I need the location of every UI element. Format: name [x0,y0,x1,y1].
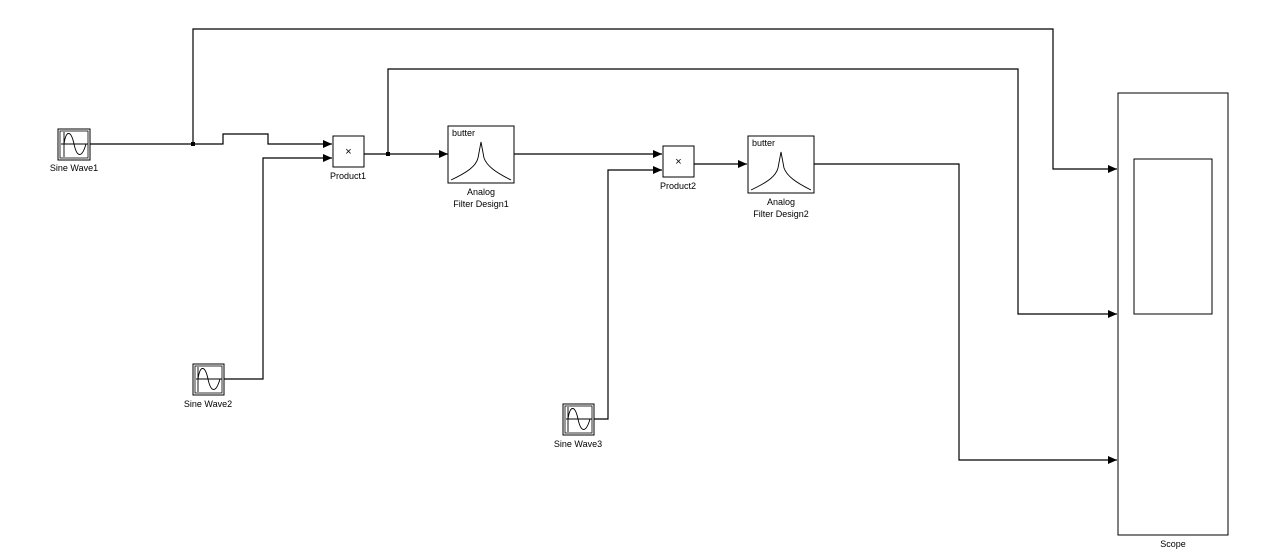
signal-line-filter2-scope[interactable] [814,163,1117,461]
sine-wave-icon [61,132,88,157]
filter2-type-text: butter [752,138,775,148]
product2-label: Product2 [660,181,696,191]
sine-wave1-block[interactable]: Sine Wave1 [50,128,98,173]
branch-point [386,152,390,156]
sine-wave3-label: Sine Wave3 [554,439,602,449]
analog-filter-design2-block[interactable]: butter Analog Filter Design2 [747,135,815,219]
filter2-label-line2: Filter Design2 [753,209,809,219]
sine-wave3-block[interactable]: Sine Wave3 [554,403,602,449]
scope-label: Scope [1160,539,1186,549]
product2-block[interactable]: × Product2 [660,145,696,191]
filter1-label-line1: Analog [467,187,495,197]
filter1-label-line2: Filter Design1 [453,199,509,209]
multiply-icon: × [345,146,351,158]
filter2-label-line1: Analog [767,197,795,207]
sine-wave-icon [196,367,222,392]
filter-response-icon [450,141,512,181]
sine-wave2-label: Sine Wave2 [184,399,232,409]
scope-screen-icon [1133,158,1213,315]
arrowheads [323,140,1117,464]
signal-line-sine1-product1[interactable] [90,133,332,145]
sine-wave1-label: Sine Wave1 [50,163,98,173]
branch-point [191,142,195,146]
analog-filter-design1-block[interactable]: butter Analog Filter Design1 [447,125,515,209]
product1-block[interactable]: × Product1 [330,135,366,181]
filter-response-icon [750,151,812,191]
sine-wave2-block[interactable]: Sine Wave2 [184,363,232,409]
signal-line-sine1-scope[interactable] [192,28,1117,170]
scope-block[interactable]: Scope [1117,92,1229,549]
signal-line-sine3-product2[interactable] [594,169,662,420]
filter1-type-text: butter [452,128,475,138]
sine-wave-icon [566,407,592,432]
signal-line-product1-scope[interactable] [387,68,1117,315]
signal-line-sine2-product1[interactable] [224,157,332,380]
multiply-icon: × [675,156,681,168]
product1-label: Product1 [330,171,366,181]
